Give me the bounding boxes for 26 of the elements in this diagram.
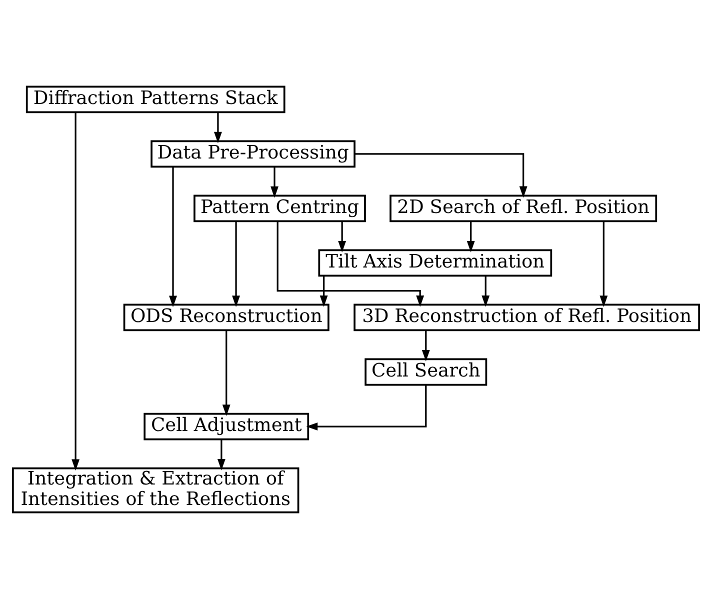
arrow [320,276,328,307]
arrow [422,330,430,362]
arrow [482,276,490,307]
arrow [72,112,80,471]
arrow [270,167,278,198]
node-box: Diffraction Patterns Stack [26,86,286,114]
arrow [600,221,608,308]
node-box: Cell Adjustment [144,412,310,440]
arrow [222,330,230,416]
arrow [338,222,346,252]
arrow [306,385,427,430]
node-box: Cell Search [364,358,488,386]
node-box: Pattern Centring [194,194,366,222]
node-box: Integration & Extraction of Intensities of the Reflections [12,467,300,514]
node-box: ODS Reconstruction [123,304,330,332]
arrow [232,221,240,308]
arrow [276,221,424,307]
arrow [217,439,226,470]
node-box: Data Pre-Processing [150,140,356,168]
arrow [466,222,475,252]
arrow [169,166,177,308]
arrow [214,112,222,144]
node-box: Tilt Axis Determination [318,249,552,277]
node-box: 2D Search of Refl. Position [390,194,658,222]
node-box: 3D Reconstruction of Refl. Position [354,304,700,332]
arrow [354,153,528,198]
